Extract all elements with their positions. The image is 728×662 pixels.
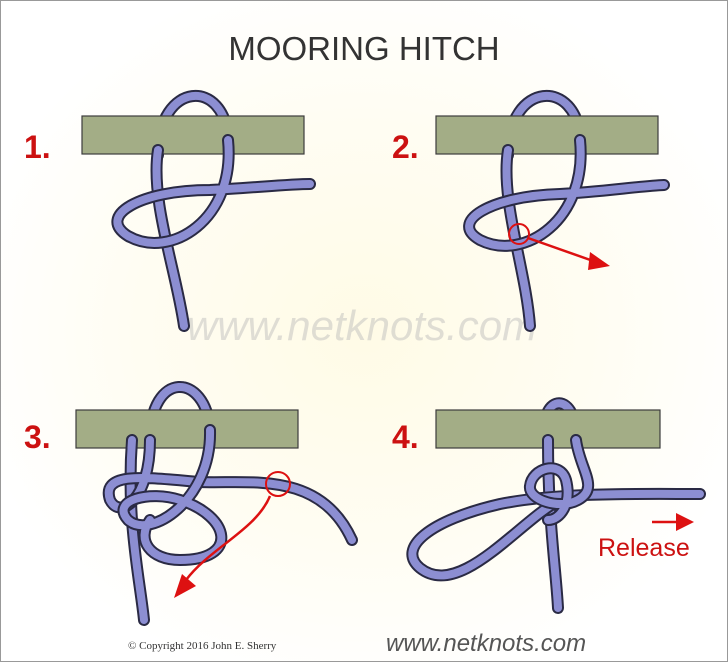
step-2-grab-circle [508, 223, 530, 245]
step-3-bar [75, 409, 299, 449]
step-2-pull-arrow [527, 236, 597, 264]
step-4-label: 4. [392, 419, 419, 455]
watermark-text: www.netknots.com [187, 302, 537, 349]
step-3-pull-arrow [185, 495, 272, 581]
step-4-rope-front [406, 434, 706, 614]
release-label: Release [598, 534, 690, 562]
release-arrowhead [676, 513, 694, 531]
step-2-label: 2. [392, 129, 419, 165]
copyright-text: © Copyright 2016 John E. Sherry [128, 640, 277, 652]
step-3-rope-front [102, 424, 358, 626]
step-2-arrowhead [588, 252, 610, 270]
step-3-arrowhead [174, 574, 196, 598]
step-1-bar [81, 115, 305, 155]
step-3-label: 3. [24, 419, 51, 455]
step-1-panel: 1. [24, 89, 316, 332]
step-4-panel: 4. Release [392, 397, 706, 614]
step-2-panel: 2. [392, 89, 670, 332]
step-3-panel: 3. [24, 381, 358, 626]
step-3-grab-circle [265, 471, 291, 497]
step-1-rope-front [111, 134, 316, 332]
page-title: MOORING HITCH [228, 30, 499, 67]
step-2-bar [435, 115, 659, 155]
footer-url: www.netknots.com [386, 630, 586, 657]
step-2-rope-front [463, 134, 670, 332]
step-1-label: 1. [24, 129, 51, 165]
